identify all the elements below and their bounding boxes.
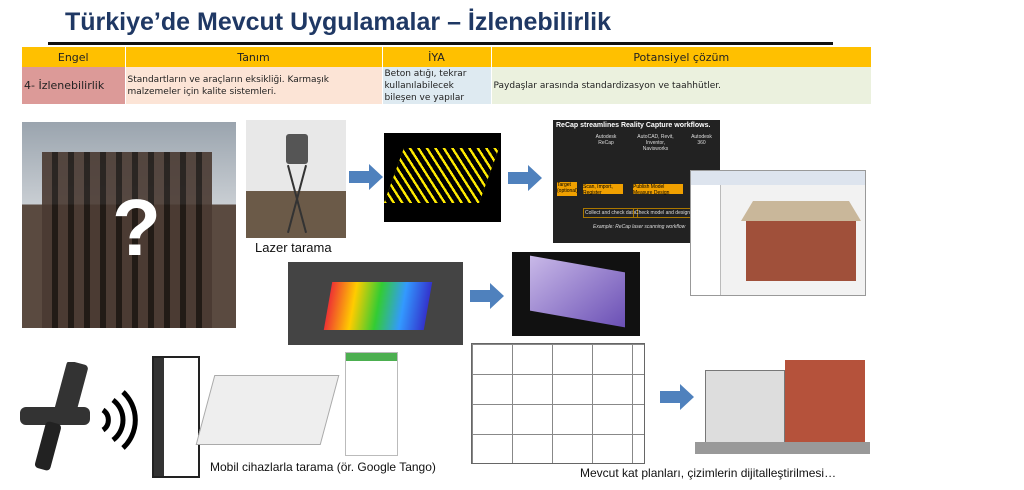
table-header-row: Engel Tanım İYA Potansiyel çözüm xyxy=(22,47,872,67)
recap-check1: Collect and check data xyxy=(583,208,638,218)
header-cozum: Potansiyel çözüm xyxy=(491,47,872,67)
old-building-photo: ? xyxy=(22,122,236,328)
caption-plans: Mevcut kat planları, çizimlerin dijitall… xyxy=(580,466,837,480)
laser-scanner-photo xyxy=(246,120,346,238)
table-row: 4- İzlenebilirlik Standartların ve araçl… xyxy=(22,67,872,104)
point-cloud-image xyxy=(384,133,501,222)
arrow-right-icon xyxy=(508,165,542,191)
recap-step0: Target (optional) xyxy=(557,182,578,196)
arrow-right-icon xyxy=(660,384,694,410)
barrier-table: Engel Tanım İYA Potansiyel çözüm 4- İzle… xyxy=(22,47,872,104)
caption-mobile: Mobil cihazlarla tarama (ör. Google Tang… xyxy=(210,460,436,474)
3d-building-model xyxy=(695,350,870,455)
title-underline xyxy=(48,42,833,45)
caption-laser: Lazer tarama xyxy=(255,240,332,255)
header-tanim: Tanım xyxy=(125,47,383,67)
recap-check2: Check model and design xyxy=(633,208,693,218)
handheld-scanner xyxy=(10,362,90,472)
cell-engel: 4- İzlenebilirlik xyxy=(22,67,126,104)
recap-col1: Autodesk ReCap xyxy=(595,134,617,146)
header-iya: İYA xyxy=(382,47,492,67)
recap-step2: Publish Model Measure Design xyxy=(633,184,683,196)
slide-title: Türkiye’de Mevcut Uygulamalar – İzlenebi… xyxy=(65,8,612,36)
mobile-form-screen xyxy=(345,352,398,456)
header-engel: Engel xyxy=(22,47,126,67)
recap-step1: Scan, Import, Register xyxy=(583,184,623,196)
recap-footer: Example: ReCap laser scanning workflow xyxy=(593,224,686,230)
arrow-right-icon xyxy=(349,164,383,190)
3d-floor-model xyxy=(195,375,340,445)
recap-col2: AutoCAD, Revit, Inventor, Navisworks xyxy=(637,134,674,152)
revit-model-screenshot xyxy=(690,170,866,296)
floor-plan-drawing xyxy=(471,343,645,464)
mobile-app-screen xyxy=(152,356,200,478)
arrow-right-icon xyxy=(470,283,504,309)
cell-tanim: Standartların ve araçların eksikliği. Ka… xyxy=(125,67,383,104)
cell-iya: Beton atığı, tekrar kullanılabilecek bil… xyxy=(382,67,492,104)
cell-cozum: Paydaşlar arasında standardizasyon ve ta… xyxy=(491,67,872,104)
recap-title: ReCap streamlines Reality Capture workfl… xyxy=(556,122,711,129)
tango-tablet-photo xyxy=(288,262,463,345)
3d-room-scan xyxy=(512,252,640,336)
recap-col3: Autodesk 360 xyxy=(691,134,712,146)
question-mark: ? xyxy=(112,183,161,272)
wireless-signal-icon xyxy=(101,390,138,450)
